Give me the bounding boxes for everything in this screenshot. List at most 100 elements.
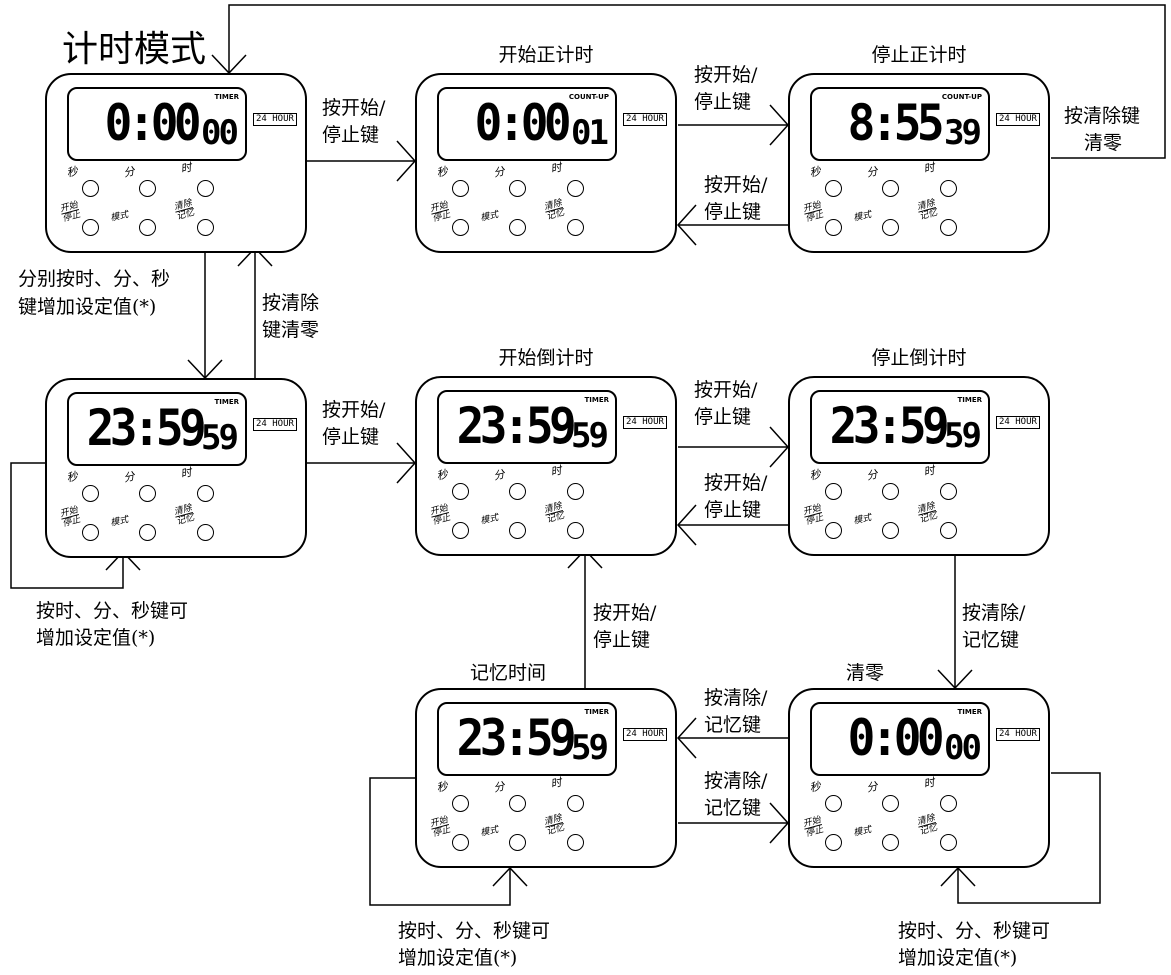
clear-memory-button[interactable] bbox=[197, 524, 214, 541]
seconds-digits: 39 bbox=[944, 113, 982, 153]
time-digits: 0:00 bbox=[104, 94, 202, 152]
hour-button[interactable] bbox=[940, 180, 957, 197]
mode-button[interactable] bbox=[882, 834, 899, 851]
mode-button[interactable] bbox=[139, 219, 156, 236]
time-digits: 23:59 bbox=[456, 397, 577, 455]
24-hour-indicator: 24 HOUR bbox=[996, 728, 1040, 741]
caption-count-up-start: 开始正计时 bbox=[498, 44, 594, 66]
label-d3-d4-1: 按开始/ bbox=[322, 399, 386, 421]
min-button[interactable] bbox=[509, 795, 526, 812]
time-digits: 23:59 bbox=[86, 399, 207, 457]
mode-button[interactable] bbox=[509, 522, 526, 539]
min-button[interactable] bbox=[509, 180, 526, 197]
sec-button-label: 秒 bbox=[808, 779, 822, 795]
label-d6-d7-2: 记忆键 bbox=[704, 797, 762, 819]
label-d7-d6-2: 记忆键 bbox=[704, 714, 762, 736]
label-d2-d1-2: 停止键 bbox=[704, 201, 762, 223]
mode-indicator: TIMER bbox=[214, 398, 239, 406]
sec-button[interactable] bbox=[82, 485, 99, 502]
seconds-digits: 59 bbox=[201, 418, 239, 458]
mode-button[interactable] bbox=[509, 219, 526, 236]
min-button[interactable] bbox=[882, 180, 899, 197]
mode-button[interactable] bbox=[882, 219, 899, 236]
time-digits: 23:59 bbox=[829, 397, 950, 455]
hour-button-label: 时 bbox=[922, 463, 936, 479]
time-digits: 23:59 bbox=[456, 709, 577, 767]
min-button-label: 分 bbox=[492, 467, 506, 483]
seconds-digits: 59 bbox=[571, 728, 609, 768]
label-d5-d7-2: 记忆键 bbox=[962, 629, 1020, 651]
clear-memory-button[interactable] bbox=[567, 834, 584, 851]
min-button[interactable] bbox=[139, 180, 156, 197]
diagram-title: 计时模式 bbox=[62, 29, 207, 70]
mode-button[interactable] bbox=[139, 524, 156, 541]
hour-button[interactable] bbox=[197, 180, 214, 197]
clear-memory-button-label: 清除记忆 bbox=[916, 501, 939, 526]
label-loop-d3-2: 增加设定值(*) bbox=[36, 627, 156, 649]
sec-button-label: 秒 bbox=[65, 469, 79, 485]
sec-button[interactable] bbox=[825, 180, 842, 197]
label-d6-d4-2: 停止键 bbox=[593, 629, 651, 651]
clear-memory-button[interactable] bbox=[567, 219, 584, 236]
mode-button[interactable] bbox=[882, 522, 899, 539]
start-stop-button[interactable] bbox=[82, 219, 99, 236]
caption-countdown-stop: 停止倒计时 bbox=[871, 347, 967, 369]
hour-button-label: 时 bbox=[179, 160, 193, 176]
mode-button[interactable] bbox=[509, 834, 526, 851]
hour-button[interactable] bbox=[567, 180, 584, 197]
start-stop-button[interactable] bbox=[825, 834, 842, 851]
hour-button[interactable] bbox=[197, 485, 214, 502]
lcd-display: COUNT-UP 8:55 39 bbox=[810, 87, 990, 161]
caption-count-up-stop: 停止正计时 bbox=[871, 44, 967, 66]
start-stop-button[interactable] bbox=[82, 524, 99, 541]
min-button[interactable] bbox=[509, 483, 526, 500]
sec-button-label: 秒 bbox=[435, 164, 449, 180]
sec-button[interactable] bbox=[825, 795, 842, 812]
label-d0-d3-2: 键增加设定值(*) bbox=[18, 296, 157, 318]
min-button[interactable] bbox=[139, 485, 156, 502]
arrow-d2-d0 bbox=[228, 4, 1166, 159]
min-button-label: 分 bbox=[865, 467, 879, 483]
lcd-display: TIMER 0:00 00 bbox=[67, 87, 247, 161]
min-button[interactable] bbox=[882, 795, 899, 812]
clear-memory-button[interactable] bbox=[940, 219, 957, 236]
start-stop-button[interactable] bbox=[825, 522, 842, 539]
start-stop-button[interactable] bbox=[452, 834, 469, 851]
arrowhead-loop-d6 bbox=[492, 866, 528, 887]
hour-button[interactable] bbox=[940, 483, 957, 500]
hour-button-label: 时 bbox=[179, 465, 193, 481]
caption-countdown-start: 开始倒计时 bbox=[498, 347, 594, 369]
mode-indicator: TIMER bbox=[957, 708, 982, 716]
sec-button[interactable] bbox=[82, 180, 99, 197]
arrowhead-loop-d7 bbox=[940, 866, 976, 887]
mode-button-label: 模式 bbox=[479, 513, 500, 527]
hour-button[interactable] bbox=[940, 795, 957, 812]
sec-button[interactable] bbox=[452, 180, 469, 197]
hour-button-label: 时 bbox=[922, 160, 936, 176]
start-stop-button-label: 开始停止 bbox=[429, 815, 452, 840]
start-stop-button[interactable] bbox=[452, 219, 469, 236]
hour-button[interactable] bbox=[567, 795, 584, 812]
sec-button[interactable] bbox=[452, 795, 469, 812]
timer-device-set: TIMER 23:59 59 24 HOUR 秒 分 时 开始停止 模式 清除记… bbox=[45, 378, 307, 558]
clear-memory-button[interactable] bbox=[940, 522, 957, 539]
sec-button[interactable] bbox=[825, 483, 842, 500]
start-stop-button[interactable] bbox=[452, 522, 469, 539]
label-d2-d1-1: 按开始/ bbox=[704, 174, 768, 196]
seconds-digits: 00 bbox=[201, 113, 239, 153]
24-hour-indicator: 24 HOUR bbox=[623, 113, 667, 126]
clear-memory-button[interactable] bbox=[567, 522, 584, 539]
timer-device-clear: TIMER 0:00 00 24 HOUR 秒 分 时 开始停止 模式 清除记忆 bbox=[788, 688, 1050, 868]
min-button-label: 分 bbox=[492, 164, 506, 180]
start-stop-button[interactable] bbox=[825, 219, 842, 236]
min-button[interactable] bbox=[882, 483, 899, 500]
label-d0-d1-2: 停止键 bbox=[322, 124, 380, 146]
hour-button[interactable] bbox=[567, 483, 584, 500]
sec-button-label: 秒 bbox=[435, 779, 449, 795]
clear-memory-button[interactable] bbox=[197, 219, 214, 236]
clear-memory-button[interactable] bbox=[940, 834, 957, 851]
sec-button[interactable] bbox=[452, 483, 469, 500]
min-button-label: 分 bbox=[492, 779, 506, 795]
hour-button-label: 时 bbox=[922, 775, 936, 791]
